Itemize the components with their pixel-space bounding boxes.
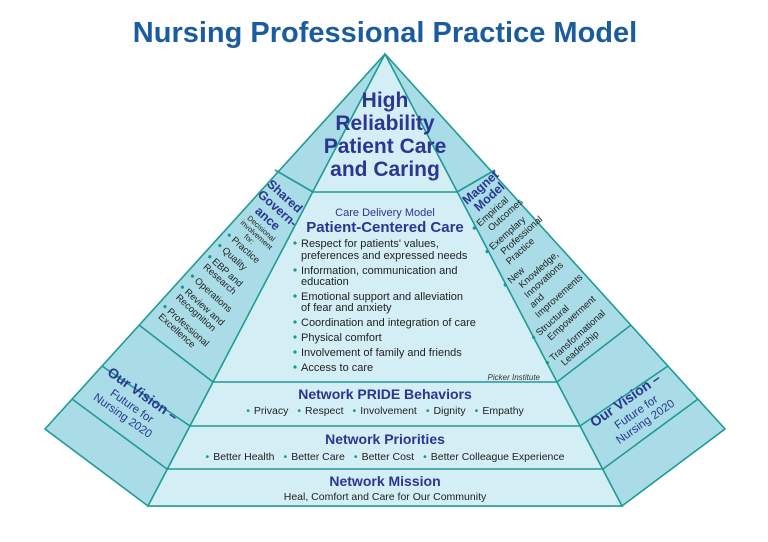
bullet-icon bbox=[218, 244, 222, 248]
bullet-icon bbox=[180, 285, 185, 289]
right-wing-divider bbox=[456, 169, 496, 193]
left-wing-divider bbox=[138, 324, 214, 383]
right-wing-divider bbox=[602, 398, 699, 470]
page-title: Nursing Professional Practice Model bbox=[133, 17, 637, 49]
bullet-icon bbox=[208, 255, 212, 259]
bullet-icon bbox=[293, 294, 297, 298]
bullet-icon bbox=[163, 304, 167, 309]
source-credit: Picker Institute bbox=[488, 373, 541, 382]
list-item-text: Respect for patients' values, bbox=[301, 238, 439, 250]
priorities-heading: Network Priorities bbox=[325, 431, 445, 447]
list-item-text: Emotional support and alleviation bbox=[301, 291, 463, 303]
bullet-icon: • bbox=[423, 451, 427, 463]
pride-behavior: Dignity bbox=[434, 405, 467, 417]
list-item-text: of fear and anxiety bbox=[301, 302, 392, 314]
bullet-icon bbox=[293, 365, 297, 369]
bullet-icon bbox=[293, 350, 297, 354]
pride-behaviors-row: •Privacy•Respect•Involvement•Dignity•Emp… bbox=[246, 405, 524, 417]
bullet-icon bbox=[293, 268, 297, 272]
bullet-icon bbox=[293, 335, 297, 339]
bullet-icon: • bbox=[353, 405, 357, 417]
priorities-row: •Better Health•Better Care•Better Cost•B… bbox=[206, 451, 565, 463]
apex-line: Reliability bbox=[335, 112, 435, 135]
care-delivery-subtitle: Care Delivery Model bbox=[335, 207, 435, 219]
bullet-icon bbox=[472, 226, 476, 230]
list-item-text: Physical comfort bbox=[301, 332, 382, 344]
bullet-icon: • bbox=[246, 405, 250, 417]
bullet-icon bbox=[485, 249, 489, 254]
apex-line: High bbox=[362, 89, 409, 112]
right-wing-divider bbox=[556, 324, 632, 383]
bullet-icon bbox=[545, 361, 550, 365]
network-priority: Better Cost bbox=[362, 451, 415, 463]
care-delivery-heading: Patient-Centered Care bbox=[306, 219, 464, 236]
bullet-icon: • bbox=[297, 405, 301, 417]
bullet-icon: • bbox=[426, 405, 430, 417]
list-item-text: Coordination and integration of care bbox=[301, 317, 476, 329]
network-priority: Better Health bbox=[213, 451, 274, 463]
care-delivery-list: Respect for patients' values,preferences… bbox=[293, 238, 476, 374]
apex-heading: High Reliability Patient Care and Caring bbox=[324, 89, 447, 181]
list-item-text: preferences and expressed needs bbox=[301, 250, 468, 262]
bullet-icon bbox=[293, 320, 297, 324]
bullet-icon bbox=[532, 335, 536, 339]
pride-behavior: Respect bbox=[305, 405, 344, 417]
network-priority: Better Colleague Experience bbox=[431, 451, 565, 463]
apex-line: Patient Care bbox=[324, 135, 447, 158]
list-item-text: Information, communication and bbox=[301, 265, 458, 277]
list-item-text: education bbox=[301, 276, 349, 288]
pride-heading: Network PRIDE Behaviors bbox=[298, 386, 472, 402]
pride-behavior: Empathy bbox=[482, 405, 524, 417]
bullet-icon bbox=[190, 274, 195, 278]
separator-lines bbox=[71, 169, 699, 470]
mission-heading: Network Mission bbox=[329, 473, 440, 489]
pride-behavior: Involvement bbox=[360, 405, 417, 417]
apex-line: and Caring bbox=[330, 158, 440, 181]
list-item-text: Involvement of family and friends bbox=[301, 347, 462, 359]
mission-text: Heal, Comfort and Care for Our Community bbox=[284, 491, 487, 503]
bullet-icon: • bbox=[206, 451, 210, 463]
list-item-text: Access to care bbox=[301, 362, 373, 374]
right-wing-divider bbox=[579, 365, 669, 427]
bullet-icon: • bbox=[284, 451, 288, 463]
left-wing-divider bbox=[274, 169, 314, 193]
bullet-icon: • bbox=[354, 451, 358, 463]
pyramid-inner-shape bbox=[146, 52, 624, 507]
network-priority: Better Care bbox=[291, 451, 345, 463]
bullet-icon bbox=[503, 283, 507, 287]
pride-behavior: Privacy bbox=[254, 405, 289, 417]
bullet-icon bbox=[227, 233, 231, 237]
bullet-icon bbox=[293, 241, 297, 245]
bullet-icon: • bbox=[475, 405, 479, 417]
left-wing-divider bbox=[101, 365, 191, 427]
left-wing-divider bbox=[71, 398, 168, 470]
